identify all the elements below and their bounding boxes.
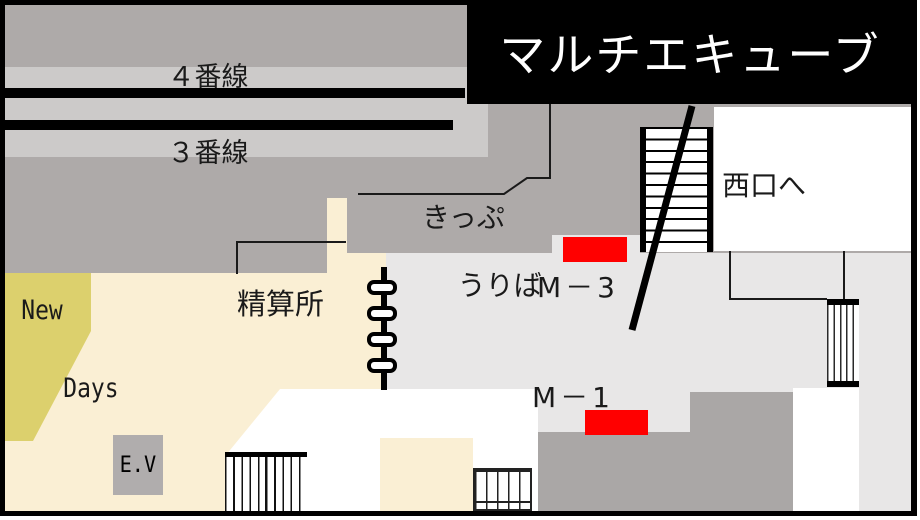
- newdays-label: New Days: [21, 295, 119, 404]
- map-title: マルチエキューブ: [499, 28, 881, 82]
- fare-adjustment-label: 精算所: [237, 287, 325, 321]
- stairs-right-icon: [827, 299, 859, 387]
- map-border-top: [0, 0, 916, 5]
- west-exit-hall: [714, 107, 912, 251]
- cube-m3-label: M－3: [537, 271, 619, 304]
- ticket-gate-icon: [367, 332, 397, 347]
- stairs-bottom-left-icon: [225, 452, 307, 511]
- lower-gray-block-upper: [690, 392, 793, 432]
- map-border-left: [0, 0, 5, 516]
- cream-corridor-strip: [327, 198, 347, 273]
- track-line-4: [4, 88, 465, 98]
- lower-gray-block: [538, 432, 793, 511]
- ticket-gate-icon: [367, 306, 397, 321]
- lower-white-gap: [793, 388, 859, 511]
- ticket-gate-icon: [367, 280, 397, 295]
- map-border-right: [911, 0, 917, 516]
- title-banner: マルチエキューブ: [467, 0, 913, 104]
- cube-m1-label: M－1: [532, 381, 614, 414]
- ticket-office-label: きっぷ うりば: [422, 201, 542, 302]
- platform4-label: ４番線: [167, 62, 249, 93]
- cube-m3-marker: [563, 237, 627, 262]
- map-border-bottom: [0, 511, 917, 516]
- elevator-label: E.V: [119, 452, 157, 478]
- cream-island: [380, 438, 473, 516]
- ticket-gate-icon: [367, 358, 397, 373]
- cube-m1-marker: [585, 410, 648, 435]
- stairs-west-icon: [640, 127, 713, 252]
- west-exit-label: 西口へ: [722, 169, 807, 202]
- ticket-gate-rail: [381, 267, 387, 390]
- platform3-label: ３番線: [167, 138, 249, 169]
- track-line-3: [4, 120, 453, 130]
- cream-corridor-join: [347, 253, 386, 273]
- stairs-bottom-center-icon: [473, 468, 532, 511]
- upper-gray-lower-edge: [4, 253, 327, 273]
- elevator-box: E.V: [113, 435, 163, 495]
